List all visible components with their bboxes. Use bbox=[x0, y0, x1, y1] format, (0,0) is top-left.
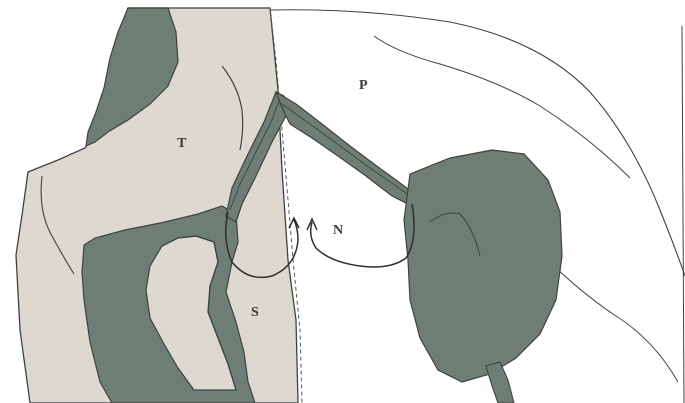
loop-arrow-right bbox=[311, 204, 414, 267]
label-p: P bbox=[359, 78, 368, 93]
arrowhead-left bbox=[289, 218, 299, 228]
region-dark-right bbox=[404, 150, 562, 382]
nerve-branch-right-inner bbox=[282, 104, 410, 196]
label-t: T bbox=[177, 136, 187, 151]
label-n: N bbox=[333, 223, 343, 238]
label-s: S bbox=[251, 305, 259, 320]
nerve-branch-down bbox=[486, 362, 514, 403]
contour-line-right bbox=[682, 26, 684, 403]
contour-line-lower-right bbox=[548, 260, 678, 382]
